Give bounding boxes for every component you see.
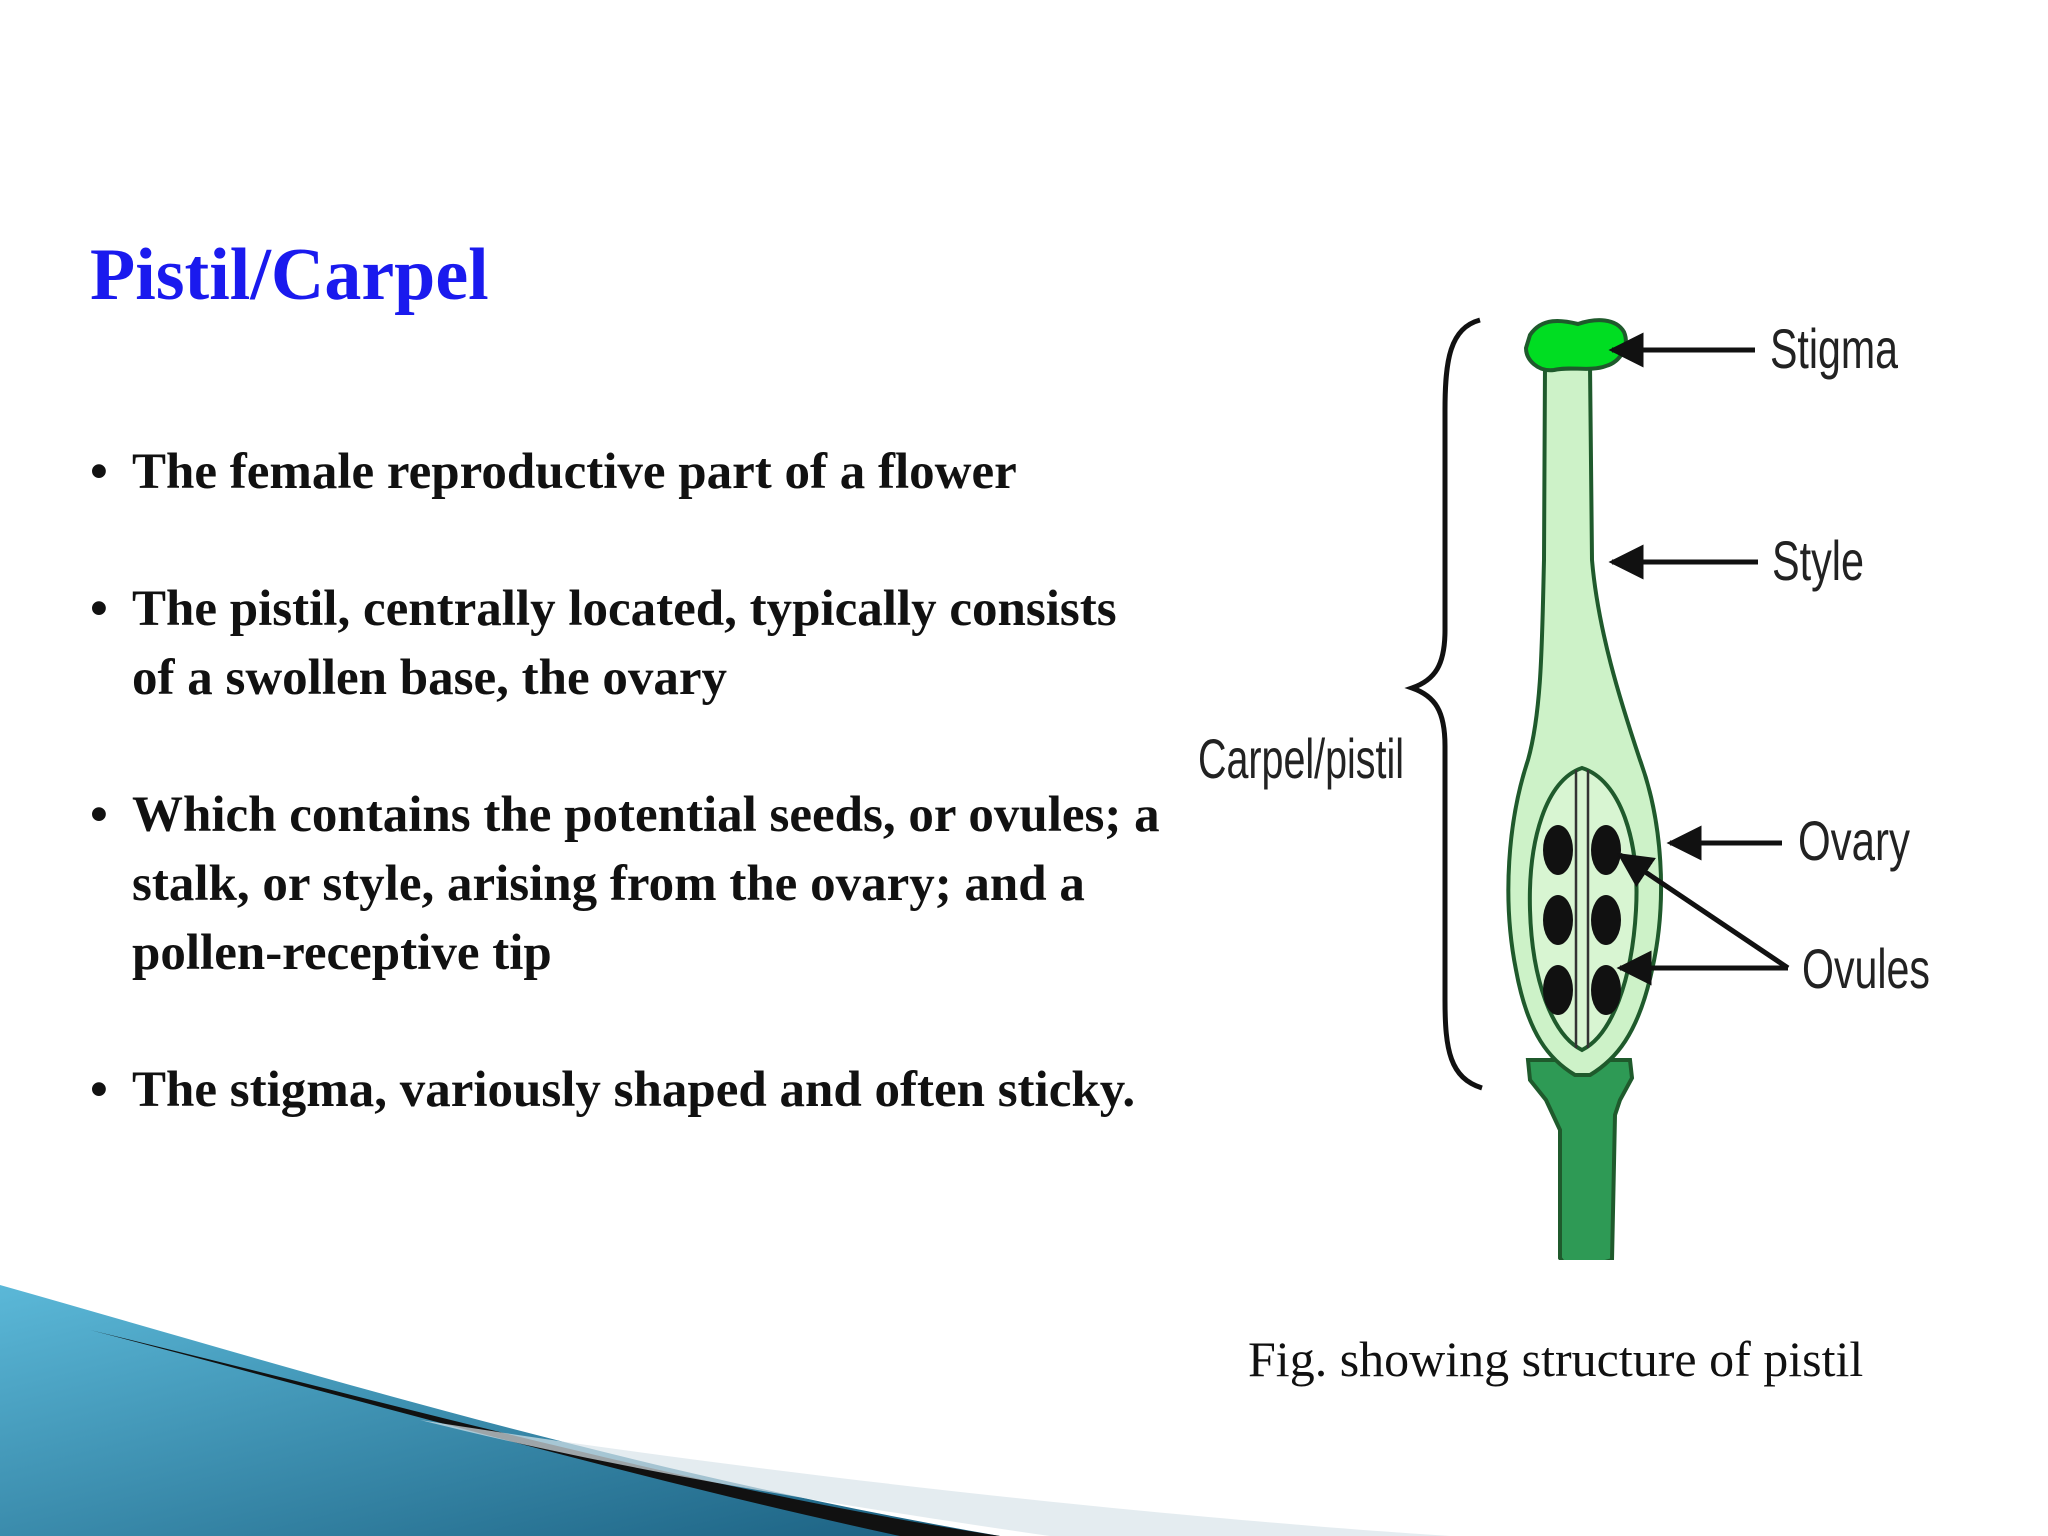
- ovule: [1591, 825, 1621, 875]
- bullet-text: The stigma, variously shaped and often s…: [132, 1062, 1136, 1118]
- bullet-dot: •: [90, 581, 108, 637]
- carpel-pistil-label: Carpel/pistil: [1198, 727, 1404, 790]
- bullet-item: • The pistil, centrally located, typical…: [90, 575, 1170, 713]
- carpel-brace-icon: [1404, 317, 1483, 1091]
- ovule: [1543, 895, 1573, 945]
- receptacle-shape: [1525, 1058, 1635, 1260]
- corner-swoosh-decoration: [0, 1285, 1450, 1536]
- ovules-group: [1543, 825, 1621, 1015]
- ovary-label: Ovary: [1798, 809, 1910, 872]
- ovule-arrow-icon: [1617, 852, 1790, 971]
- bullet-item: • The stigma, variously shaped and often…: [90, 1056, 1170, 1125]
- bullet-list: • The female reproductive part of a flow…: [90, 438, 1170, 1193]
- ovules-label: Ovules: [1802, 937, 1930, 1000]
- stigma-label: Stigma: [1770, 317, 1899, 380]
- bullet-text: Which contains the potential seeds, or o…: [132, 787, 1160, 981]
- pistil-diagram: Stigma Style Ovary Ovules Carpel/pistil: [1150, 300, 1970, 1260]
- ovule: [1543, 965, 1573, 1015]
- bullet-item: • Which contains the potential seeds, or…: [90, 781, 1170, 988]
- slide-title: Pistil/Carpel: [90, 234, 489, 316]
- bullet-text: The female reproductive part of a flower: [132, 444, 1017, 500]
- style-label: Style: [1772, 529, 1864, 592]
- stigma-shape: [1523, 318, 1628, 373]
- ovule: [1591, 895, 1621, 945]
- bullet-dot: •: [90, 444, 108, 500]
- bullet-item: • The female reproductive part of a flow…: [90, 438, 1170, 507]
- figure-caption: Fig. showing structure of pistil: [1248, 1331, 1864, 1387]
- bullet-dot: •: [90, 787, 108, 843]
- bullet-text: The pistil, centrally located, typically…: [132, 581, 1117, 706]
- bullet-dot: •: [90, 1062, 108, 1118]
- ovule: [1543, 825, 1573, 875]
- ovule: [1591, 965, 1621, 1015]
